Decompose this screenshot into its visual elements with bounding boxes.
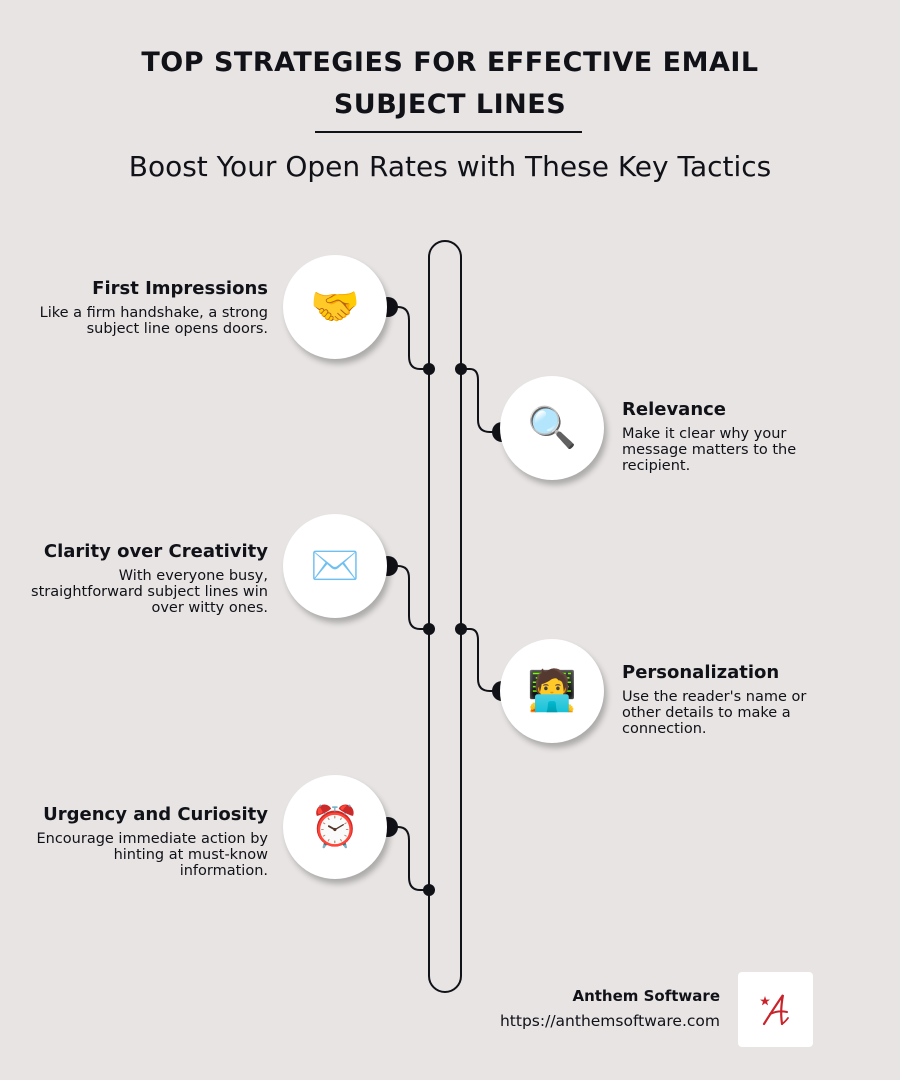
- logo-mark: [759, 993, 789, 1025]
- strategy-title: Relevance: [622, 399, 727, 420]
- title-underline: [315, 131, 582, 133]
- connector-3: [388, 565, 429, 630]
- connector-1: [388, 306, 429, 370]
- junction-dot: [423, 623, 435, 635]
- envelope-icon: ✉️: [283, 514, 387, 618]
- timeline-track: [428, 240, 462, 993]
- strategy-title: Clarity over Creativity: [43, 541, 268, 562]
- strategy-description: Use the reader's name or other details t…: [622, 689, 807, 737]
- magnifying-glass-icon: 🔍: [500, 376, 604, 480]
- junction-dot: [455, 363, 467, 375]
- connector-4: [461, 628, 502, 692]
- company-name: Anthem Software: [572, 987, 720, 1005]
- strategy-title: First Impressions: [92, 278, 268, 299]
- junction-dot: [423, 363, 435, 375]
- strategy-description: With everyone busy, straightforward subj…: [31, 568, 268, 616]
- page-subtitle: Boost Your Open Rates with These Key Tac…: [128, 150, 772, 183]
- junction-dot: [455, 623, 467, 635]
- page-title: TOP STRATEGIES FOR EFFECTIVE EMAIL SUBJEC…: [100, 42, 800, 126]
- strategy-first-impressions: First Impressions Like a firm handshake,…: [28, 278, 268, 337]
- person-laptop-icon: 🧑‍💻: [500, 639, 604, 743]
- handshake-icon: 🤝: [283, 255, 387, 359]
- strategy-personalization: Personalization Use the reader's name or…: [622, 662, 842, 737]
- strategy-clarity-over-creativity: Clarity over Creativity With everyone bu…: [28, 541, 268, 616]
- company-url[interactable]: https://anthemsoftware.com: [499, 1012, 720, 1030]
- junction-dot: [423, 884, 435, 896]
- strategy-title: Urgency and Curiosity: [43, 804, 268, 825]
- strategy-title: Personalization: [622, 662, 780, 683]
- connector-2: [461, 368, 502, 433]
- strategy-description: Make it clear why your message matters t…: [622, 426, 797, 474]
- anthem-logo-icon: [738, 972, 813, 1047]
- title-line-1: TOP STRATEGIES FOR EFFECTIVE EMAIL: [141, 47, 759, 78]
- strategy-description: Encourage immediate action by hinting at…: [36, 831, 268, 879]
- strategy-description: Like a firm handshake, a strong subject …: [39, 305, 268, 337]
- title-line-2: SUBJECT LINES: [333, 89, 567, 120]
- alarm-clock-icon: ⏰: [283, 775, 387, 879]
- strategy-urgency-and-curiosity: Urgency and Curiosity Encourage immediat…: [28, 804, 268, 879]
- strategy-relevance: Relevance Make it clear why your message…: [622, 399, 842, 474]
- connector-5: [388, 826, 429, 891]
